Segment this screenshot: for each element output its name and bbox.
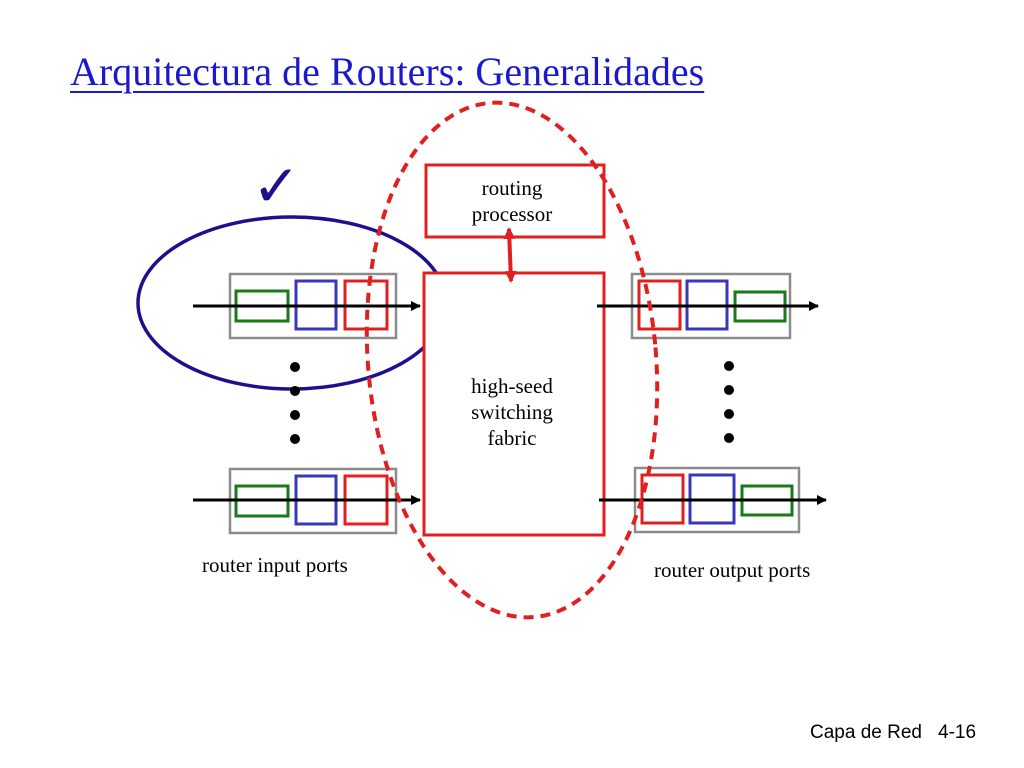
input-ports-ellipsis — [290, 362, 300, 444]
input-port-bottom — [193, 467, 421, 535]
switching-fabric-highlight-ellipse — [364, 100, 660, 620]
slide-title: Arquitectura de Routers: Generalidades — [70, 49, 705, 94]
switching-fabric-line2: switching — [471, 400, 553, 424]
switching-fabric-line1: high-seed — [471, 374, 553, 398]
input-ports-label: router input ports — [202, 553, 348, 577]
output-port-bottom — [599, 466, 827, 534]
routing-processor-box: routing processor — [424, 163, 606, 239]
footer-page-number: 4-16 — [938, 722, 977, 743]
output-port-top — [597, 272, 819, 340]
routing-processor-line1: routing — [482, 176, 543, 200]
processor-fabric-arrow — [503, 227, 517, 283]
switching-fabric-line3: fabric — [488, 426, 537, 450]
output-ports-label: router output ports — [654, 558, 810, 582]
checkmark-icon: ✓ — [252, 154, 301, 219]
footer-section-label: Capa de Red — [810, 722, 922, 743]
routing-processor-line2: processor — [472, 202, 552, 226]
output-ports-ellipsis — [724, 361, 734, 443]
input-port-top — [193, 272, 421, 340]
switching-fabric-box: high-seed switching fabric — [422, 271, 606, 537]
